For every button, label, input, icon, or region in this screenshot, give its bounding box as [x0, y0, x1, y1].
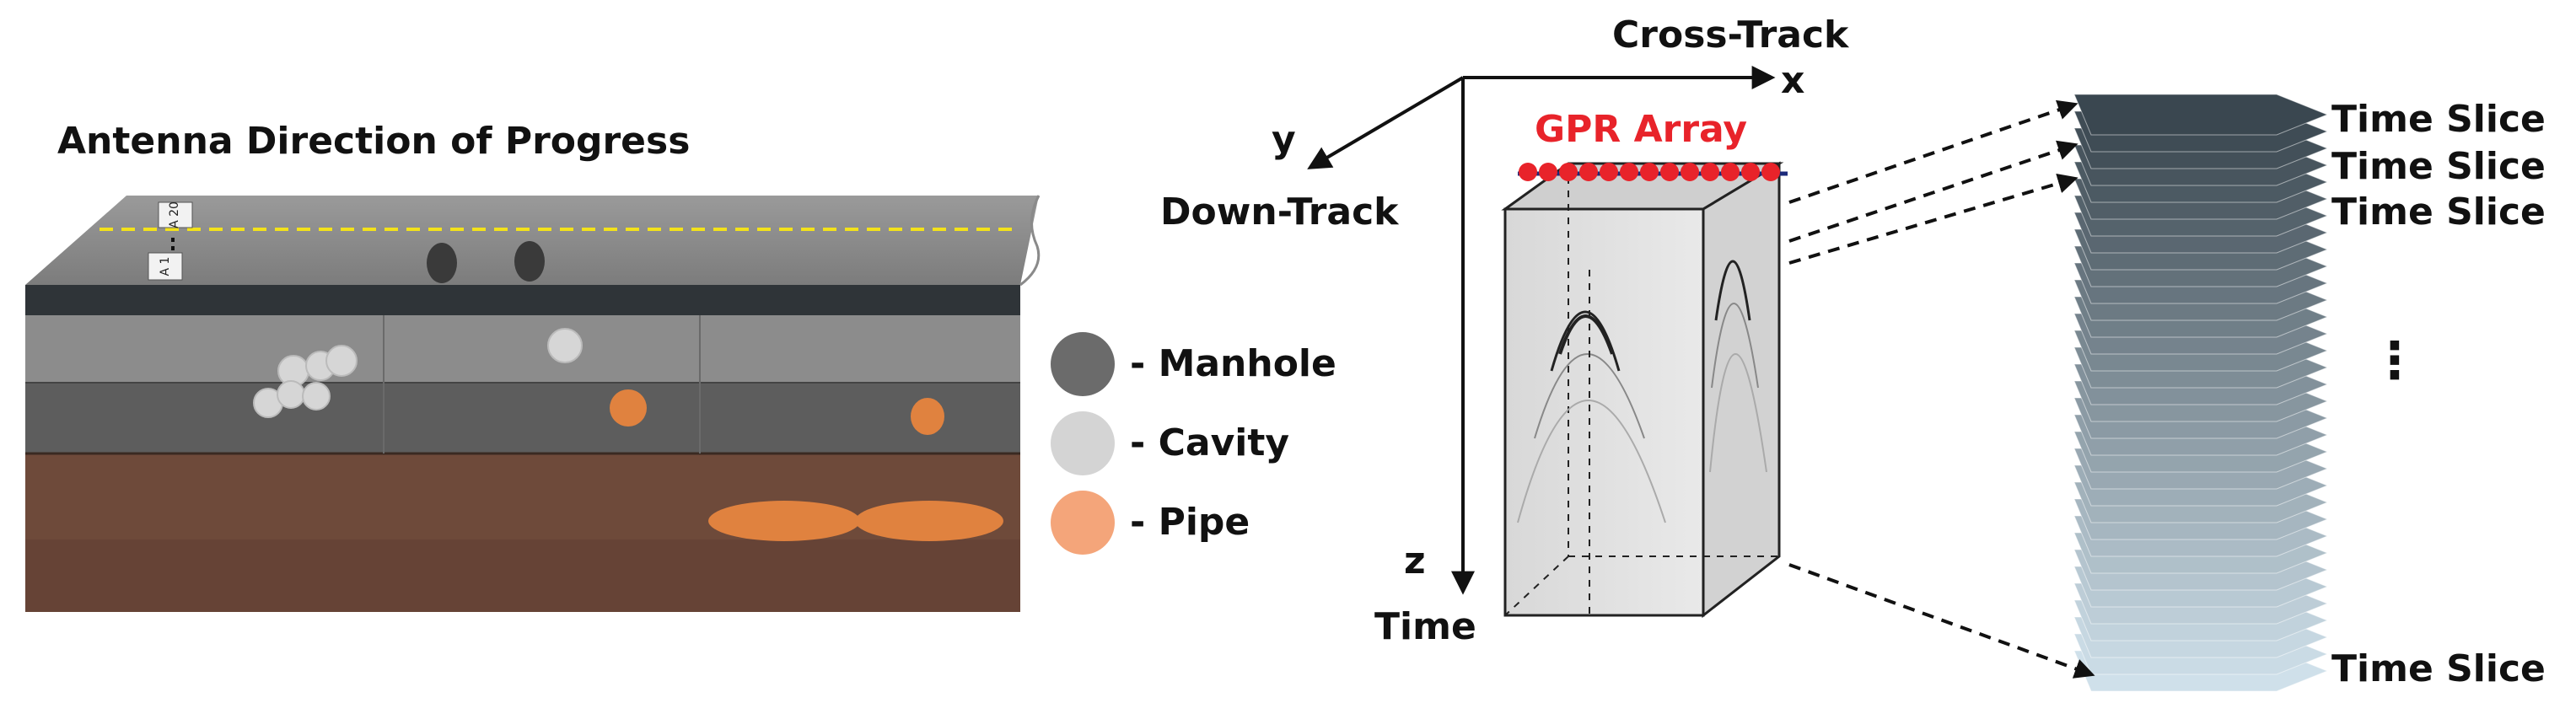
gpr-antenna-dot	[1640, 163, 1659, 181]
time-slice-layer	[2073, 94, 2329, 136]
ellipsis-mark: ⋮	[2369, 331, 2420, 390]
gpr-antenna-dot	[1620, 163, 1638, 181]
cross-track-label: Cross-Track	[1612, 13, 1850, 56]
y-axis-label: y	[1272, 118, 1296, 161]
gpr-antenna-dot	[1539, 163, 1557, 181]
asphalt-surface	[25, 196, 1039, 285]
time-slice-label: Time Slice	[2331, 145, 2546, 188]
gpr-antenna-dot	[1721, 163, 1740, 181]
gpr-antenna-dot	[1741, 163, 1760, 181]
legend: - Manhole - Cavity - Pipe	[1051, 332, 1336, 555]
gpr-antenna-dot	[1600, 163, 1618, 181]
cavity-cluster	[253, 328, 583, 418]
slice-arrow	[1788, 99, 2079, 204]
time-axis-label: Time	[1374, 605, 1476, 648]
gpr-antenna-dot	[1701, 163, 1719, 181]
road-section: Antenna Direction of Progress A 20 A 1	[25, 120, 1041, 612]
legend-cavity-label: - Cavity	[1130, 421, 1289, 464]
pipe-mark	[708, 501, 860, 541]
slice-arrow	[1788, 140, 2079, 243]
time-slice-label: Time Slice	[2331, 98, 2546, 141]
marker-label-top: A 20	[168, 201, 181, 228]
pipe-mark	[911, 398, 944, 435]
time-slice-stack: Time Slice Time Slice Time Slice ⋮ Time …	[1788, 94, 2546, 692]
x-axis-label: x	[1781, 59, 1804, 102]
gpr-antenna-dot	[1559, 163, 1578, 181]
pipe-icon	[1051, 491, 1115, 555]
pipe-mark	[855, 501, 1003, 541]
gpr-volume: Cross-Track x y Down-Track z Time	[1160, 13, 1850, 648]
road-section-title: Antenna Direction of Progress	[57, 120, 690, 163]
marker-sign	[148, 252, 183, 281]
marker-sign	[158, 201, 193, 228]
slice-arrow	[1788, 173, 2079, 265]
legend-pipe-label: - Pipe	[1130, 501, 1250, 544]
manhole-mark	[514, 241, 545, 282]
gpr-antenna-dot	[1579, 163, 1598, 181]
reflection-side	[1709, 260, 1767, 473]
time-slice-label: Time Slice	[2331, 647, 2546, 690]
manhole-icon	[1051, 332, 1115, 396]
y-axis	[1307, 76, 1465, 169]
gpr-antenna-dot	[1681, 163, 1699, 181]
reflection-front	[1517, 310, 1666, 523]
base-layer	[25, 315, 1020, 383]
gpr-antenna-dot	[1519, 163, 1537, 181]
cavity-icon	[1051, 411, 1115, 475]
volume-front-face	[1503, 207, 1705, 617]
subbase-layer	[25, 383, 1020, 453]
gpr-antenna-dot	[1660, 163, 1679, 181]
gpr-antenna-dot	[1761, 163, 1780, 181]
pipe-mark	[610, 389, 647, 427]
z-axis-label: z	[1404, 539, 1426, 582]
down-track-label: Down-Track	[1160, 191, 1400, 233]
time-slice-label: Time Slice	[2331, 191, 2546, 233]
gpr-antenna-array	[1519, 163, 1780, 181]
volume-side-face	[1702, 161, 1781, 619]
marker-label-bottom: A 1	[159, 257, 172, 276]
manhole-mark	[427, 243, 457, 283]
asphalt-layer	[25, 285, 1020, 315]
gpr-array-label: GPR Array	[1535, 108, 1747, 151]
slice-arrow	[1788, 563, 2095, 679]
legend-manhole-label: - Manhole	[1130, 342, 1336, 385]
